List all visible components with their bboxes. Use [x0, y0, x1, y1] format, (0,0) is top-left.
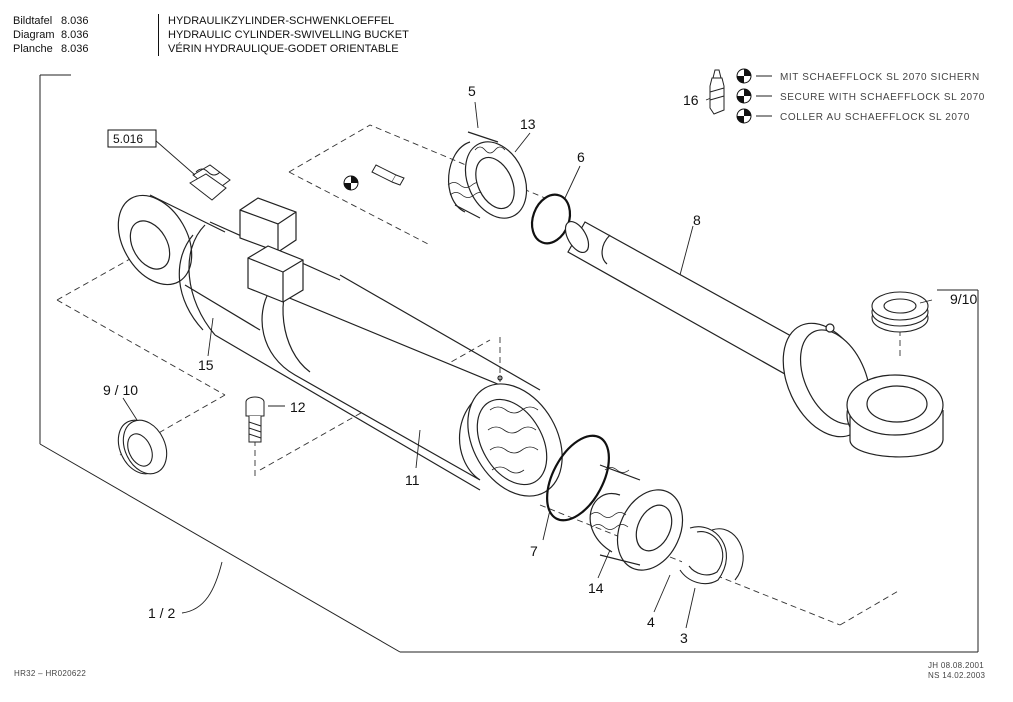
reference-box-label: 5.016: [113, 132, 143, 146]
callout-12: 12: [290, 399, 306, 415]
footer-revision-1: JH 08.08.2001: [928, 661, 984, 670]
header-row-fr: Planche 8.036 VÉRIN HYDRAULIQUE-GODET OR…: [13, 42, 399, 56]
header-row-en: Diagram 8.036 HYDRAULIC CYLINDER-SWIVELL…: [13, 28, 409, 42]
footer-drawing-id: HR32 – HR020622: [14, 669, 87, 678]
callout-16: 16: [683, 92, 699, 108]
adhesive-bottle-icon: [709, 69, 725, 115]
schaefflock-marker-icon: [736, 88, 752, 104]
reference-box: [107, 129, 157, 148]
callout-3: 3: [680, 630, 688, 646]
note-fr: COLLER AU SCHAEFFLOCK SL 2070: [780, 112, 970, 123]
note-de: MIT SCHAEFFLOCK SL 2070 SICHERN: [780, 72, 980, 83]
o-ring: [546, 434, 610, 522]
seal-kit-right: [871, 291, 929, 333]
header-key: Planche: [13, 43, 53, 55]
callout-11: 11: [405, 472, 420, 488]
piston-rod: [564, 221, 944, 458]
cap-screw: [245, 396, 265, 443]
locking-pin: [371, 164, 405, 186]
callout-4: 4: [647, 614, 655, 630]
cylinder-head-nut: [447, 131, 528, 219]
hose-fitting: [189, 164, 231, 201]
retaining-rings: [679, 526, 744, 585]
footer-revision-2: NS 14.02.2003: [928, 671, 986, 680]
callout-15: 15: [198, 357, 214, 373]
seal-kit-left: [117, 419, 168, 475]
cylinder-tube: [117, 194, 563, 497]
callout-9-10-right: 9/10: [950, 291, 977, 307]
callout-5: 5: [468, 83, 476, 99]
header-row-de: Bildtafel 8.036 HYDRAULIKZYLINDER-SCHWEN…: [13, 14, 394, 28]
header-number: 8.036: [61, 15, 89, 27]
piston-nut: [589, 464, 684, 571]
leader-lines: [122, 75, 933, 629]
diagram-header: Bildtafel 8.036 HYDRAULIKZYLINDER-SCHWEN…: [13, 14, 409, 56]
callout-8: 8: [693, 212, 701, 228]
header-title: HYDRAULIC CYLINDER-SWIVELLING BUCKET: [168, 29, 409, 41]
header-separator: [158, 14, 159, 56]
callout-7: 7: [530, 543, 538, 559]
callout-14: 14: [588, 580, 604, 596]
schaefflock-marker-icon: [736, 68, 752, 84]
callout-9-10-left: 9 / 10: [103, 382, 138, 398]
schaefflock-marker-icon: [736, 108, 752, 124]
header-number: 8.036: [61, 43, 89, 55]
schaefflock-marker-icon: [343, 175, 359, 191]
header-title: VÉRIN HYDRAULIQUE-GODET ORIENTABLE: [168, 43, 399, 55]
header-title: HYDRAULIKZYLINDER-SCHWENKLOEFFEL: [168, 15, 395, 27]
callout-6: 6: [577, 149, 585, 165]
callout-13: 13: [520, 116, 536, 132]
note-en: SECURE WITH SCHAEFFLOCK SL 2070: [780, 92, 985, 103]
header-key: Diagram: [13, 29, 55, 41]
callout-1-2: 1 / 2: [148, 605, 175, 621]
header-key: Bildtafel: [13, 15, 53, 27]
frame-lines: [39, 74, 979, 653]
header-number: 8.036: [61, 29, 89, 41]
